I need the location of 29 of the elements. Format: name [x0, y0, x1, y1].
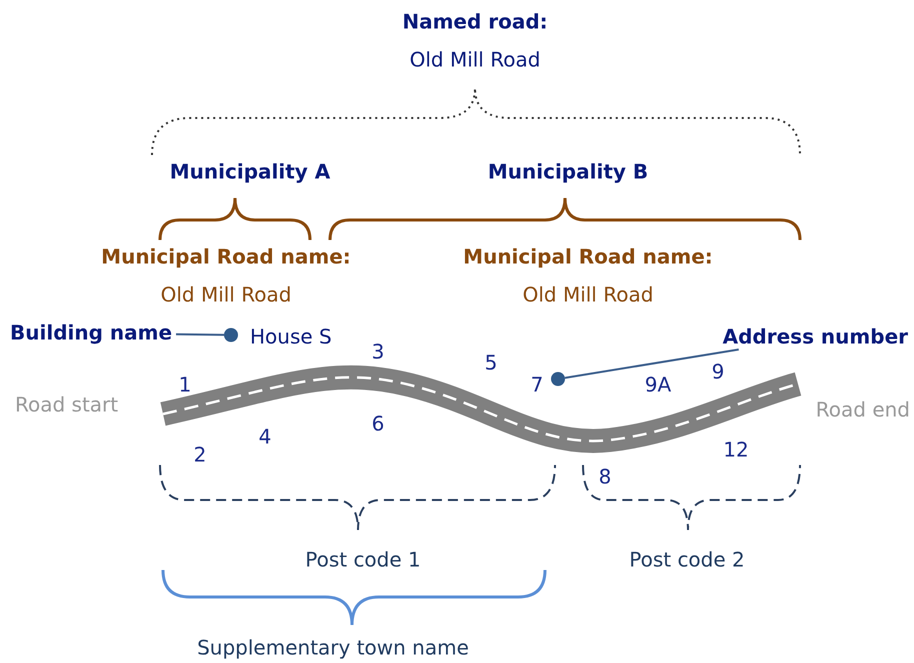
- road-name: Old Mill Road: [160, 282, 292, 308]
- municipality-label: Municipality A: [170, 160, 330, 184]
- callout-label: Building name: [10, 320, 172, 346]
- road-name: Old Mill Road: [410, 48, 540, 72]
- house-number: 1: [178, 372, 192, 398]
- postcode-label: Post code 2: [629, 548, 745, 572]
- leader-line: [564, 348, 739, 379]
- house-number: 6: [372, 412, 384, 436]
- leader-line: [176, 333, 224, 336]
- house-number: 8: [598, 464, 612, 490]
- house-number: 3: [372, 340, 384, 364]
- house-number: 5: [484, 350, 498, 376]
- house-number: 9A: [644, 372, 672, 398]
- town-name-label: Supplementary town name: [197, 636, 469, 660]
- municipal-road-label: Municipal Road name:: [463, 244, 713, 270]
- house-number: 12: [723, 438, 749, 462]
- house-number: 9: [712, 360, 724, 384]
- house-number: 4: [258, 424, 272, 450]
- house-number: 7: [530, 372, 544, 398]
- building-label: House S: [250, 324, 332, 350]
- heading: Named road:: [402, 10, 548, 34]
- municipal-road-label: Municipal Road name:: [101, 244, 351, 270]
- house-number: 2: [194, 442, 206, 468]
- callout-label: Address number: [722, 324, 908, 350]
- road-name: Old Mill Road: [522, 282, 654, 308]
- road-end-label: Road start: [15, 392, 118, 418]
- postcode-label: Post code 1: [305, 548, 421, 572]
- municipality-label: Municipality B: [488, 160, 648, 184]
- road-end-label: Road end: [816, 398, 910, 422]
